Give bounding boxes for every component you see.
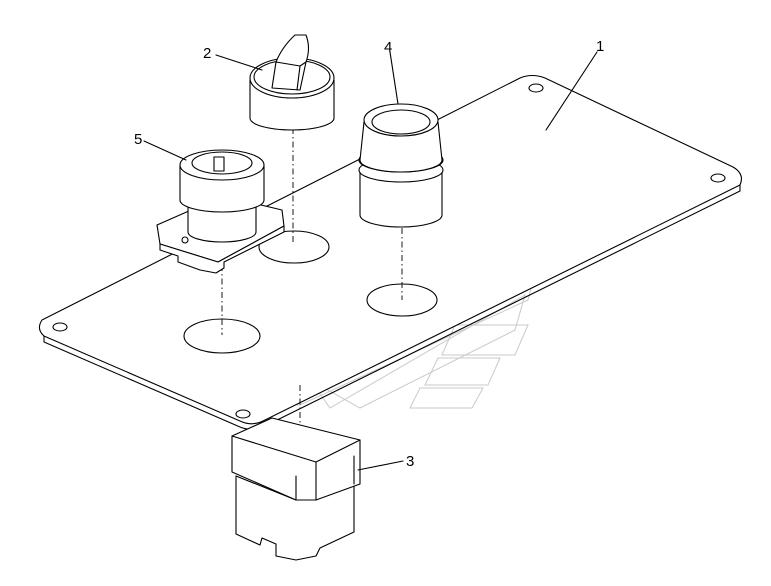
mounting-hole-top <box>528 83 544 93</box>
push-button <box>358 103 444 228</box>
plate-cutout-2 <box>258 230 330 264</box>
contact-block <box>231 417 361 561</box>
leader-lines <box>143 51 598 471</box>
key-switch <box>156 149 285 274</box>
callout-1: 1 <box>596 38 604 55</box>
selector-switch <box>249 34 335 131</box>
mounting-hole-bottom <box>235 409 251 419</box>
mounting-hole-left <box>52 322 68 332</box>
callout-3: 3 <box>406 453 414 470</box>
callout-5: 5 <box>134 131 142 148</box>
callout-2: 2 <box>203 45 211 62</box>
mounting-hole-right <box>710 173 726 183</box>
callout-4: 4 <box>384 39 392 56</box>
